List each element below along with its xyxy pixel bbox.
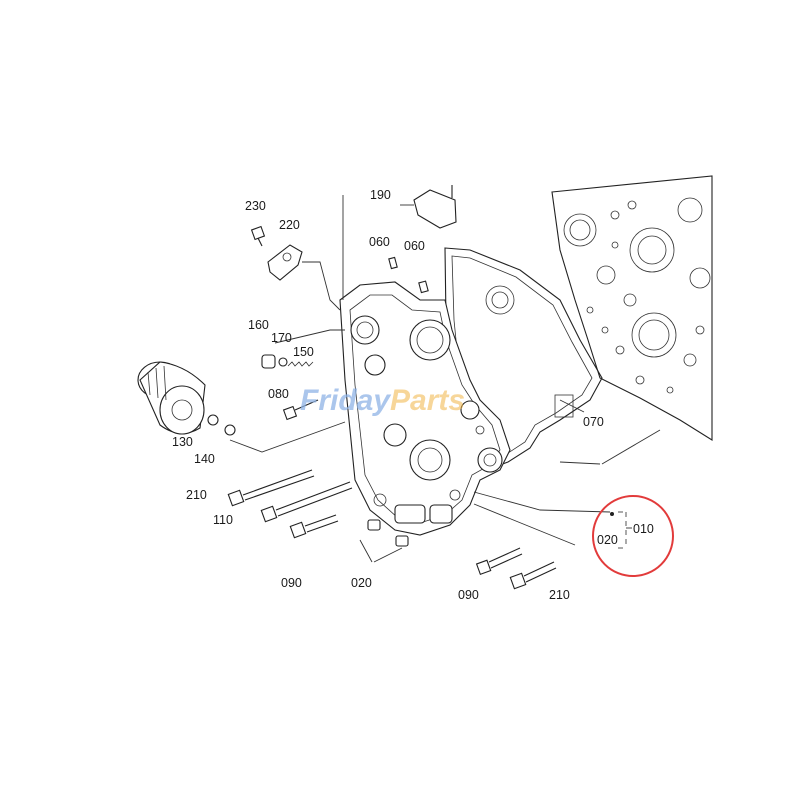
callout-150: 150 bbox=[293, 345, 314, 359]
callout-140: 140 bbox=[194, 452, 215, 466]
callout-labels: 230 220 190 060 060 160 170 150 080 130 … bbox=[172, 188, 654, 602]
callout-110: 110 bbox=[213, 513, 233, 527]
callout-020-circled: 020 bbox=[597, 533, 618, 547]
callout-060-left: 060 bbox=[369, 235, 390, 249]
oil-filter-130 bbox=[137, 361, 206, 435]
watermark-text-b: Parts bbox=[390, 384, 465, 417]
callout-190: 190 bbox=[370, 188, 391, 202]
callout-bracket bbox=[610, 511, 632, 549]
callout-230: 230 bbox=[245, 199, 266, 213]
callout-170: 170 bbox=[271, 331, 292, 345]
gear-case-010 bbox=[339, 281, 511, 536]
highlight-circle bbox=[592, 495, 674, 577]
leader-lines bbox=[229, 195, 661, 563]
callout-010: 010 bbox=[633, 522, 654, 536]
watermark: FridayParts bbox=[300, 384, 465, 417]
callout-060-right: 060 bbox=[404, 239, 425, 253]
small-parts bbox=[207, 185, 557, 590]
callout-080: 080 bbox=[268, 387, 289, 401]
callout-220: 220 bbox=[279, 218, 300, 232]
callout-070: 070 bbox=[583, 415, 604, 429]
callout-210-right: 210 bbox=[549, 588, 570, 602]
watermark-text-a: Friday bbox=[300, 384, 391, 417]
callout-020-bottom: 020 bbox=[351, 576, 372, 590]
callout-210-left: 210 bbox=[186, 488, 207, 502]
callout-160: 160 bbox=[248, 318, 269, 332]
callout-090-right: 090 bbox=[458, 588, 479, 602]
callout-090-left: 090 bbox=[281, 576, 302, 590]
engine-block bbox=[551, 175, 713, 441]
callout-130: 130 bbox=[172, 435, 193, 449]
